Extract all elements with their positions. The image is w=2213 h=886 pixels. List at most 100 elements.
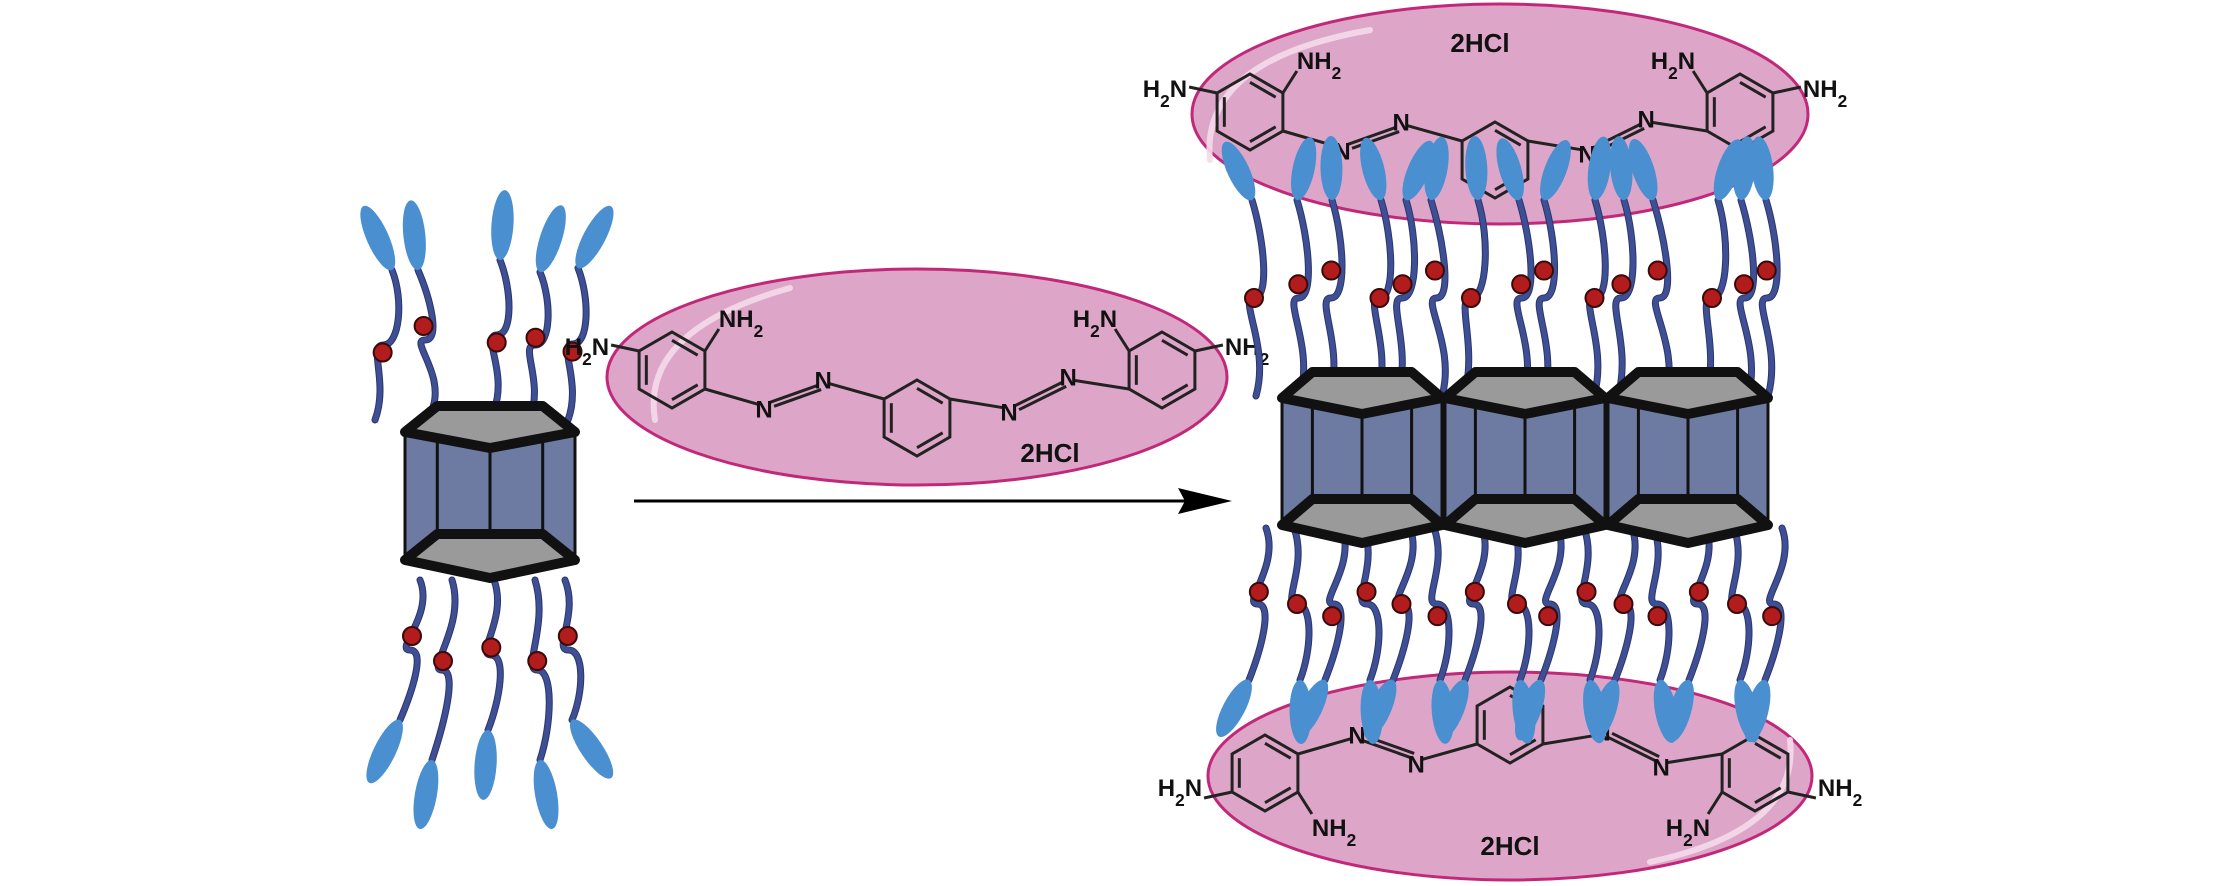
ester-dot <box>1762 606 1783 627</box>
product-lower-chain-2 <box>1293 524 1349 738</box>
ester-dot <box>1244 288 1264 308</box>
ester-dot <box>1727 594 1747 614</box>
product-upper-chain-5 <box>1424 136 1449 400</box>
alkyl-tail <box>1540 139 1571 201</box>
product-upper-chain-6 <box>1460 136 1489 400</box>
azo-nitrogen: N <box>1637 106 1654 133</box>
ester-dot <box>1511 274 1532 295</box>
alkyl-tail <box>474 729 497 800</box>
product-upper-chain-8 <box>1534 139 1571 400</box>
ester-dot <box>1534 260 1554 281</box>
lower-chain-3 <box>527 576 559 829</box>
ester-dot <box>486 332 507 353</box>
ester-dot <box>481 637 502 658</box>
product-upper-chain-14 <box>1750 136 1781 400</box>
alkyl-tail <box>1293 679 1329 738</box>
ester-dot <box>1464 581 1485 602</box>
alkyl-tail <box>575 205 614 269</box>
product-upper-chain-13 <box>1732 136 1758 400</box>
product-lower-chain-0 <box>1216 524 1273 737</box>
hcl-salt-label: 2HCl <box>1450 28 1509 58</box>
pillararene-prism <box>400 401 580 583</box>
prism-top-rim <box>1277 367 1447 419</box>
azo-nitrogen: N <box>1348 723 1365 750</box>
reaction-arrow <box>634 488 1232 514</box>
ester-dot <box>1369 288 1390 308</box>
product-pillararene-1 <box>1277 367 1447 548</box>
macrocycle-host <box>360 190 614 829</box>
hcl-salt-label: 2HCl <box>1480 831 1539 861</box>
azo-nitrogen: N <box>755 396 772 423</box>
product-upper-chain-9 <box>1584 136 1612 400</box>
ester-dot <box>1688 581 1709 602</box>
ester-dot <box>1424 260 1445 281</box>
ester-dot <box>1322 606 1343 627</box>
alkyl-tail <box>360 205 396 271</box>
product-upper-chain-10 <box>1609 136 1637 400</box>
ester-dot <box>1702 288 1722 308</box>
upper-chain-0 <box>360 205 403 424</box>
lower-chains <box>366 576 614 829</box>
alkyl-tail <box>1437 679 1469 740</box>
ester-dot <box>527 651 548 671</box>
alkyl-tail <box>533 759 559 829</box>
upper-chain-2 <box>486 190 514 414</box>
ester-dot <box>1427 606 1448 627</box>
product-upper-chain-0 <box>1221 141 1268 400</box>
ester-dot <box>1288 274 1309 295</box>
ester-dot <box>1611 274 1632 295</box>
product-prisms <box>1277 367 1773 548</box>
alkyl-tail <box>1363 679 1397 739</box>
ester-dot <box>402 626 422 646</box>
lower-chain-4 <box>557 576 614 779</box>
ester-dot <box>1538 606 1559 627</box>
ester-dot <box>1321 260 1342 281</box>
product-lower-chain-14 <box>1744 524 1789 743</box>
alkyl-tail <box>1291 137 1317 201</box>
prism-top-rim <box>1440 367 1610 419</box>
amino-group: H2N <box>1143 76 1187 111</box>
ester-dot <box>1584 288 1605 308</box>
alkyl-tail <box>1465 136 1488 201</box>
ester-dot <box>1647 260 1668 281</box>
amino-group: H2N <box>1651 48 1695 83</box>
ester-dot <box>1356 581 1377 602</box>
ester-dot <box>433 651 453 671</box>
alkyl-tail <box>1515 679 1546 741</box>
prism-bottom-rim <box>1603 494 1773 548</box>
azo-nitrogen: N <box>1392 110 1409 137</box>
alkyl-tail <box>1221 141 1256 201</box>
prism-top-rim <box>1603 367 1773 419</box>
amino-group: NH2 <box>719 306 763 341</box>
ester-dot <box>525 327 546 348</box>
ester-dot <box>413 316 434 336</box>
product-pillararene-3 <box>1603 367 1773 548</box>
left-azo-bridge: NN <box>704 368 885 423</box>
product-upper-chain-3 <box>1360 137 1395 400</box>
alkyl-tail <box>569 719 614 779</box>
alkyl-tail <box>1496 138 1524 201</box>
alkyl-tail <box>1402 140 1435 201</box>
ester-dot <box>1576 581 1597 602</box>
alkyl-tail <box>1360 137 1387 201</box>
alkyl-tail <box>1732 136 1756 201</box>
lower-chain-0 <box>366 576 427 784</box>
left-pillararene <box>400 401 580 583</box>
amino-group: H2N <box>565 334 609 369</box>
alkyl-tail <box>1628 138 1658 201</box>
product-upper-chain-4 <box>1392 140 1435 400</box>
alkyl-tail <box>366 719 403 784</box>
amino-group: NH2 <box>1803 76 1847 111</box>
product-pillararene-2 <box>1440 367 1610 548</box>
amino-group: H2N <box>1073 306 1117 341</box>
product-lower-chain-6 <box>1437 524 1489 740</box>
product-lower-chain-8 <box>1515 524 1565 741</box>
ester-dot <box>1734 274 1755 295</box>
ester-dot <box>1391 594 1412 614</box>
amino-group: NH2 <box>1297 48 1341 83</box>
amino-group: H2N <box>1158 775 1202 810</box>
upper-chain-1 <box>402 200 439 414</box>
